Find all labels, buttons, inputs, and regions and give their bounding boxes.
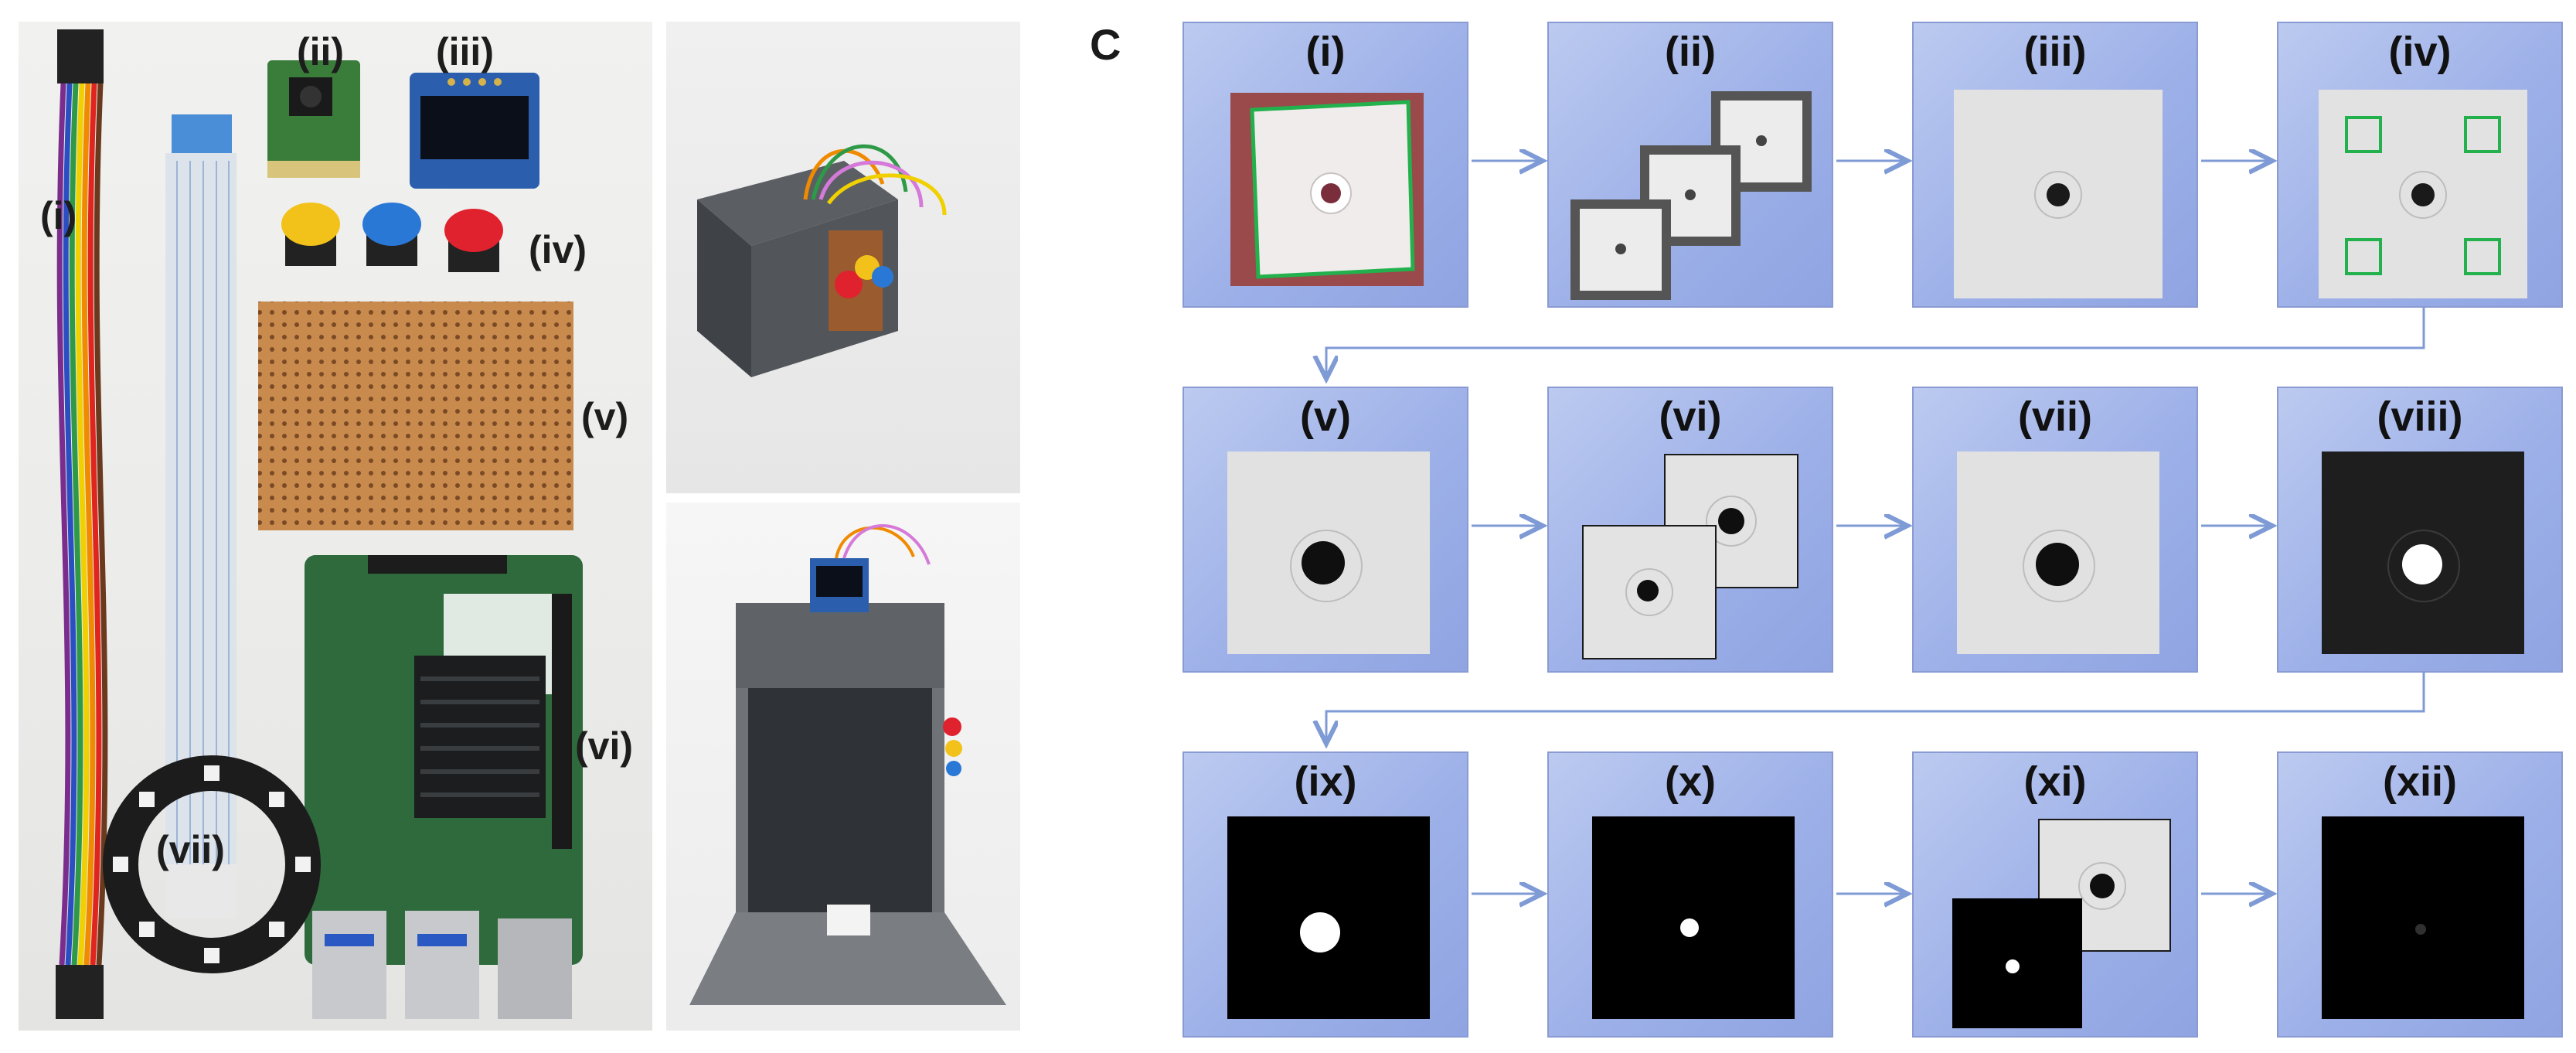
label-camera-module: (ii) xyxy=(297,30,345,73)
arrow-iv-v xyxy=(1326,305,2425,379)
oled-display xyxy=(410,73,539,189)
step-x-image xyxy=(1592,816,1795,1019)
step-xi-overlay: (xi) xyxy=(1912,751,2198,1038)
step-vi-comparison: (vi) xyxy=(1547,387,1833,673)
step-ix-threshold: (ix) xyxy=(1183,751,1468,1038)
jumper-wires xyxy=(56,29,108,1019)
step-label: (xi) xyxy=(2023,758,2087,805)
step-iii-cropped: (iii) xyxy=(1912,22,2198,308)
label-push-buttons: (iv) xyxy=(529,228,587,271)
step-label: (v) xyxy=(1300,394,1351,440)
step-vii-difference: (vii) xyxy=(1912,387,2198,673)
label-led-ring: (vii) xyxy=(156,828,225,871)
step-x-threshold-small: (x) xyxy=(1547,751,1833,1038)
step-label: (ix) xyxy=(1294,758,1357,805)
step-xi-image xyxy=(1952,819,2171,1028)
step-ix-image xyxy=(1227,816,1430,1019)
step-viii-image xyxy=(2322,452,2524,654)
step-label: (iv) xyxy=(2388,29,2452,75)
label-oled-display: (iii) xyxy=(436,30,494,73)
step-label: (vi) xyxy=(1659,394,1722,440)
component-kit-photo: (i) (ii) (iii) (iv) (v) (vi) (vii) xyxy=(19,22,652,1031)
step-xii-image xyxy=(2322,816,2524,1019)
step-label: (vii) xyxy=(2017,394,2092,440)
label-raspberry-pi: (vi) xyxy=(575,724,633,768)
step-i-image xyxy=(1230,93,1424,286)
step-label: (viii) xyxy=(2377,394,2463,440)
step-label: (iii) xyxy=(2023,29,2087,75)
label-perfboard: (v) xyxy=(581,395,629,438)
push-buttons xyxy=(281,203,503,272)
perfboard xyxy=(258,302,573,530)
step-label: (x) xyxy=(1665,758,1716,805)
step-iv-image xyxy=(2319,90,2527,298)
step-iv-roi-selection: (iv) xyxy=(2277,22,2563,308)
led-ring xyxy=(103,755,321,973)
step-xii-final: (xii) xyxy=(2277,751,2563,1038)
step-v-normalized: (v) xyxy=(1183,387,1468,673)
step-vi-image xyxy=(1582,454,1798,659)
step-iii-image xyxy=(1954,90,2163,298)
arrow-viii-ix xyxy=(1326,670,2425,744)
device-box-open xyxy=(689,558,1006,1005)
step-ii-crop-align: (ii) xyxy=(1547,22,1833,308)
camera-module xyxy=(267,60,360,178)
step-viii-inverted: (viii) xyxy=(2277,387,2563,673)
device-side-illustration xyxy=(697,144,947,377)
panel-letter-c: C xyxy=(1090,20,1121,69)
label-jumper-wires: (i) xyxy=(40,194,77,237)
step-label: (i) xyxy=(1305,29,1346,75)
component-kit-illustration xyxy=(56,29,583,1019)
device-open-illustration xyxy=(689,524,1006,1005)
step-label: (ii) xyxy=(1665,29,1716,75)
raspberry-pi-board xyxy=(305,555,583,1019)
step-vii-image xyxy=(1957,452,2159,654)
step-v-image xyxy=(1227,452,1430,654)
step-ii-image xyxy=(1570,91,1812,300)
assembled-device-open-photo xyxy=(666,503,1020,1031)
device-box-side xyxy=(697,161,898,377)
step-label: (xii) xyxy=(2382,758,2457,805)
assembled-device-side-photo xyxy=(666,22,1020,493)
step-i-raw-capture: (i) xyxy=(1183,22,1468,308)
